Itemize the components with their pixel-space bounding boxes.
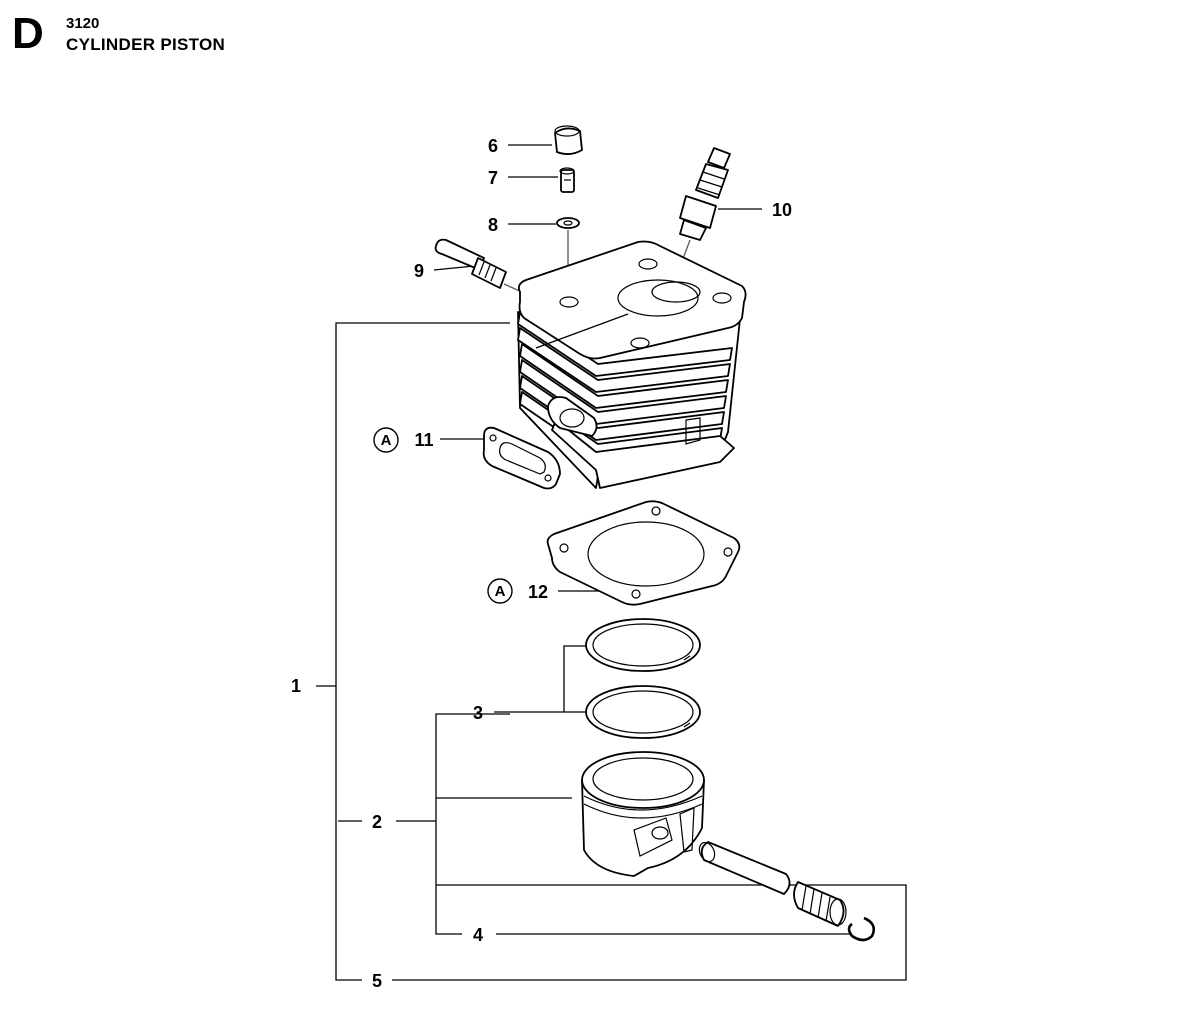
part-4-piston-pin [698, 841, 791, 895]
callout-numbers: 1 2 3 4 5 6 7 8 9 10 11 12 [291, 136, 792, 991]
part-number: 3120 [66, 15, 100, 32]
section-letter: D [12, 9, 44, 58]
callout-6: 6 [488, 136, 498, 156]
marker-12-circle [487, 578, 513, 604]
part-12-base-gasket [546, 500, 741, 606]
callout-4: 4 [473, 925, 483, 945]
bracket-5-line [392, 884, 907, 981]
part-title: CYLINDER PISTON [66, 35, 226, 54]
part-6-cap [554, 125, 583, 155]
part-2-piston [581, 751, 705, 877]
bracket-lines [316, 144, 907, 981]
callout-10: 10 [772, 200, 792, 220]
part-3-piston-rings [585, 618, 701, 739]
callout-11: 11 [414, 430, 433, 450]
callout-2: 2 [372, 812, 382, 832]
circlip [847, 916, 876, 942]
bracket-1-line [335, 322, 510, 981]
bracket-2-line [435, 713, 510, 935]
callout-12: 12 [528, 582, 548, 602]
callout-8: 8 [488, 215, 498, 235]
part-1-cylinder [517, 240, 747, 489]
diagram-header: D 3120 CYLINDER PISTON [8, 10, 408, 64]
marker-12-letter: A [495, 583, 506, 600]
part-9-valve [434, 238, 523, 293]
part-11-exhaust-gasket [482, 426, 561, 490]
part-7-screw [559, 167, 575, 193]
part-5-needle-bearing [793, 881, 847, 927]
part-10-spark-plug [671, 147, 731, 289]
callout-7: 7 [488, 168, 498, 188]
callout-9: 9 [414, 261, 424, 281]
leader-3-split [563, 645, 588, 713]
kit-markers: A A [373, 427, 513, 604]
marker-11-letter: A [381, 432, 392, 449]
marker-11-circle [373, 427, 399, 453]
callout-3: 3 [473, 703, 483, 723]
callout-1: 1 [291, 676, 301, 696]
callout-5: 5 [372, 971, 382, 991]
leader-9 [433, 265, 475, 271]
